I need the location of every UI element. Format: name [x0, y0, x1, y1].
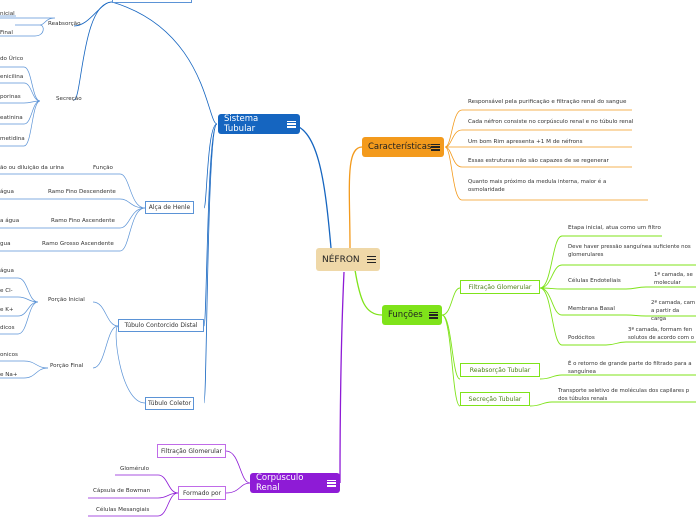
alca-leaf[interactable]: a água — [0, 218, 20, 224]
topic-sistema-tubular-label: Sistema Tubular — [224, 114, 259, 134]
caracteristica-item[interactable]: Responsável pela purificação e filtração… — [468, 99, 627, 105]
corpusculo-leaf-capsula[interactable]: Cápsula de Bowman — [93, 488, 151, 494]
porcao-inicial-leaf[interactable]: dicos — [0, 325, 15, 331]
porcao-inicial-leaf[interactable]: água — [0, 268, 14, 274]
porcao-inicial-leaf[interactable]: e K+ — [0, 307, 14, 313]
secrecao-leaf[interactable]: eatinina — [0, 115, 23, 121]
node-cutoff[interactable] — [112, 0, 192, 3]
reabsorcao-leaf[interactable]: Final — [0, 30, 13, 36]
topic-sistema-tubular[interactable]: Sistema Tubular — [218, 114, 300, 134]
collapse-icon[interactable] — [429, 311, 438, 319]
central-topic-label: NÉFRON — [322, 254, 360, 265]
caracteristica-item[interactable]: Quanto mais próximo da medula interna, m… — [468, 179, 607, 193]
alca-leaf[interactable]: gua — [0, 241, 11, 247]
secrecao-leaf[interactable]: enicilina — [0, 74, 24, 80]
alca-leaf[interactable]: ão ou diluição da urina — [0, 165, 64, 171]
collapse-icon[interactable] — [431, 143, 440, 151]
corpusculo-leaf-mesangiais[interactable]: Células Mesangiais — [96, 507, 150, 513]
central-topic[interactable]: NÉFRON — [316, 248, 380, 271]
node-filtracao-glomerular[interactable]: Filtração Glomerular — [460, 280, 540, 294]
filtracao-item[interactable]: Etapa inicial, atua como um filtro — [568, 225, 661, 231]
detail-endoteliais[interactable]: 1ª camada, se molecular — [654, 272, 693, 286]
alca-item-funcao[interactable]: Função — [93, 165, 113, 171]
reabsorcao-leaf[interactable]: nicial — [0, 11, 15, 17]
node-porcao-final[interactable]: Porção Final — [50, 363, 84, 369]
collapse-icon[interactable] — [327, 479, 336, 487]
reabsorcao-desc[interactable]: É o retorno de grande parte do filtrado … — [568, 361, 692, 375]
node-secrecao[interactable]: Secreção — [56, 96, 82, 102]
topic-funcoes-label: Funções — [388, 310, 423, 320]
detail-podocitos[interactable]: 3ª camada, formam fen solutos de acordo … — [628, 327, 695, 341]
node-secrecao-tubular[interactable]: Secreção Tubular — [460, 392, 530, 406]
secrecao-leaf[interactable]: do Úrico — [0, 56, 24, 62]
porcao-final-leaf[interactable]: e Na+ — [0, 372, 18, 378]
node-alca-de-henle[interactable]: Alça de Henle — [145, 201, 194, 214]
node-reabsorcao-tubular[interactable]: Reabsorção Tubular — [460, 363, 540, 377]
filtracao-item-endoteliais[interactable]: Células Endoteliais — [568, 278, 621, 284]
secrecao-desc[interactable]: Transporte seletivo de moléculas dos cap… — [558, 388, 690, 402]
collapse-icon[interactable] — [287, 120, 296, 128]
node-reabsorcao[interactable]: Reabsorção — [48, 21, 81, 27]
node-formado-por[interactable]: Formado por — [178, 486, 226, 500]
node-tubulo-coletor[interactable]: Túbulo Coletor — [145, 397, 194, 410]
porcao-final-leaf[interactable]: onicos — [0, 352, 18, 358]
caracteristica-item[interactable]: Cada néfron consiste no corpúsculo renal… — [468, 119, 634, 125]
node-corpusculo-filtracao[interactable]: Filtração Glomerular — [157, 444, 226, 458]
filtracao-item[interactable]: Deve haver pressão sanguínea suficiente … — [568, 244, 691, 258]
filtracao-item-podocitos[interactable]: Podócitos — [568, 335, 595, 341]
filtracao-item-basal[interactable]: Membrana Basal — [568, 306, 615, 312]
caracteristica-item[interactable]: Um bom Rim apresenta +1 M de néfrons — [468, 139, 583, 145]
corpusculo-leaf-glomerulo[interactable]: Glomérulo — [120, 466, 150, 472]
topic-corpusculo-label: Corpúsculo Renal — [256, 473, 304, 493]
topic-funcoes[interactable]: Funções — [382, 305, 442, 325]
collapse-icon[interactable] — [367, 256, 376, 263]
secrecao-leaf[interactable]: metidina — [0, 136, 25, 142]
porcao-inicial-leaf[interactable]: e Cl- — [0, 288, 13, 294]
topic-caracteristicas[interactable]: Características — [362, 137, 444, 157]
alca-leaf[interactable]: água — [0, 189, 14, 195]
caracteristica-item[interactable]: Essas estruturas não são capazes de se r… — [468, 158, 609, 164]
alca-item-fino-ascendente[interactable]: Ramo Fino Ascendente — [51, 218, 115, 224]
node-porcao-inicial[interactable]: Porção Inicial — [48, 297, 85, 303]
topic-corpusculo-renal[interactable]: Corpúsculo Renal — [250, 473, 340, 493]
topic-caracteristicas-label: Características — [368, 142, 432, 152]
alca-item-grosso-ascendente[interactable]: Ramo Grosso Ascendente — [42, 241, 114, 247]
detail-basal[interactable]: 2ª camada, cam a partir da carga — [651, 300, 696, 322]
secrecao-leaf[interactable]: porinas — [0, 94, 21, 100]
alca-item-fino-descendente[interactable]: Ramo Fino Descendente — [48, 189, 116, 195]
node-tubulo-contorcido-distal[interactable]: Túbulo Contorcido Distal — [118, 319, 204, 332]
